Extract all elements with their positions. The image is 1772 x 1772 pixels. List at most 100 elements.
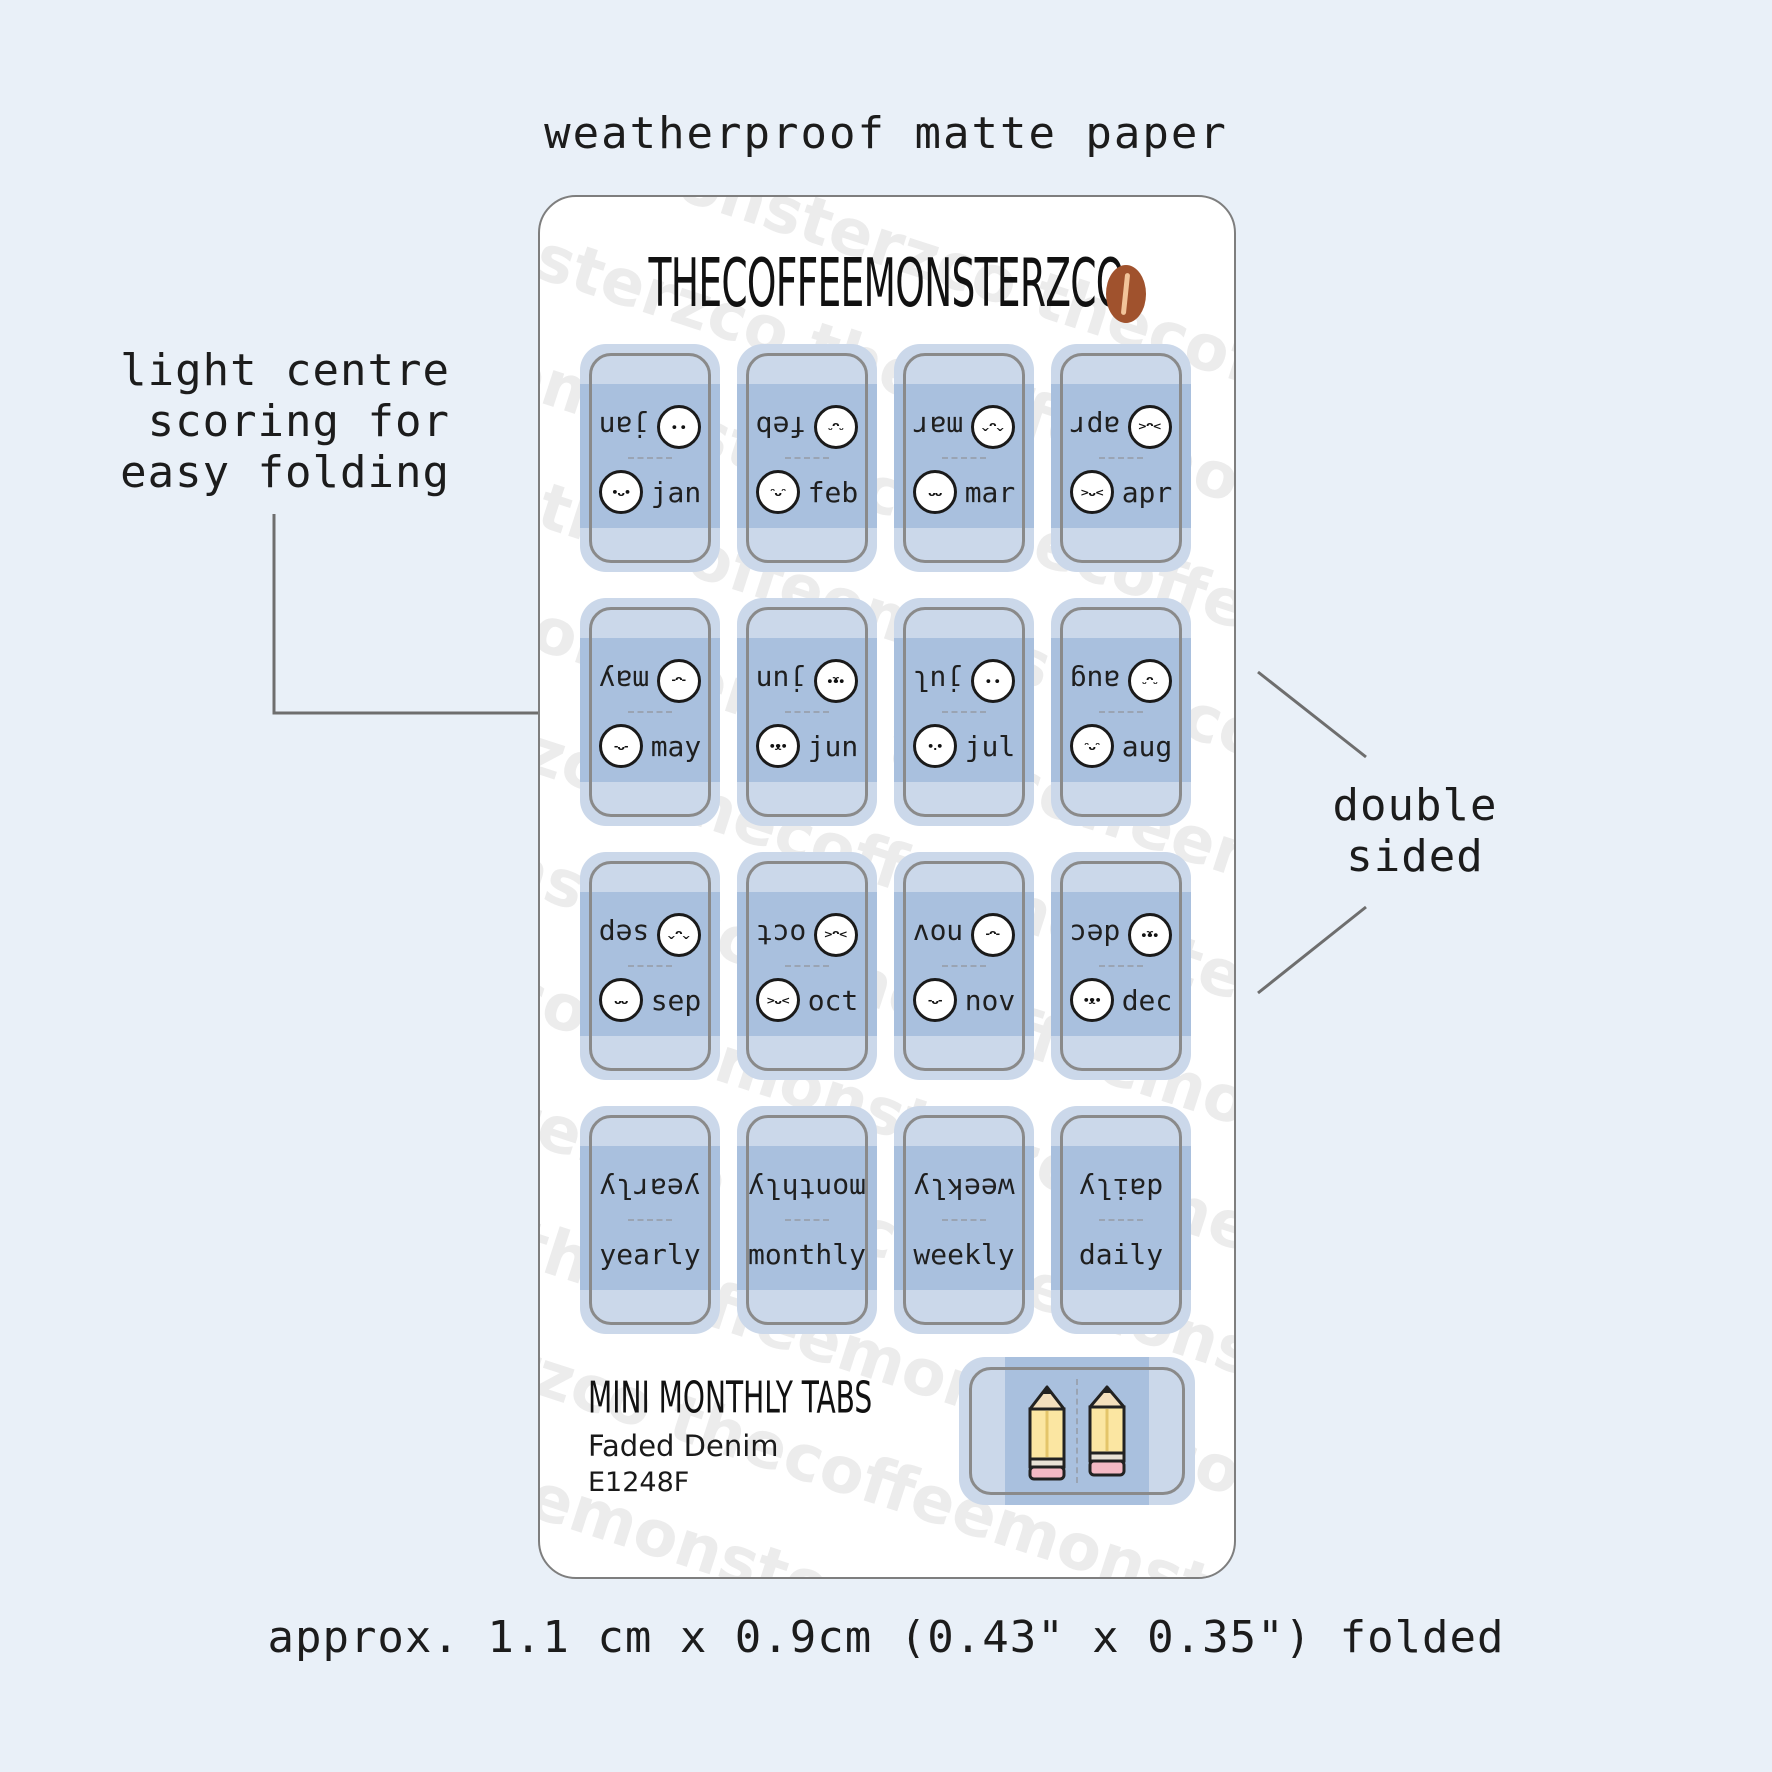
tab-label: aug (1069, 664, 1121, 698)
tab-cut-line (903, 353, 1025, 563)
face-icon: >ᴗ< (814, 913, 859, 957)
tab-label: daily (1078, 1172, 1164, 1206)
face-icon: ^ᴗ^ (657, 913, 702, 957)
tab-label: monthly (748, 1172, 867, 1206)
face-icon: >ᴗ< (1069, 470, 1114, 514)
tab-label: sep (650, 983, 702, 1017)
tab-cut-line (589, 353, 711, 563)
tab-label: may (598, 664, 650, 698)
tab-score-line (785, 457, 829, 459)
tab-lower-half: -ᴗ-nov (894, 977, 1034, 1023)
tab-lower-half: >ᴗ<oct (737, 977, 877, 1023)
scoring-note: light centre scoring for easy folding (100, 345, 450, 498)
tab-label: apr (1121, 475, 1173, 509)
face-icon: ᵔᴗᵔ (1069, 724, 1114, 768)
tab-cut-line (589, 861, 711, 1071)
tab-cut-line (1060, 353, 1182, 563)
tab-band (580, 1146, 720, 1290)
month-tab-yearly: yearly yearly (580, 1106, 720, 1334)
tab-label: aug (1121, 729, 1173, 763)
tab-upper-half: •ᴥ•jun (737, 658, 877, 704)
tab-score-line (628, 1219, 672, 1221)
product-code: E1248F (588, 1467, 690, 1498)
scoring-note-line: easy folding (120, 447, 450, 498)
scoring-note-line: light centre (120, 345, 450, 396)
month-tab-may: -ᴗ-may-ᴗ-may (580, 598, 720, 826)
tab-label: dec (1121, 983, 1173, 1017)
tab-cut-line (903, 1115, 1025, 1325)
month-tab-dec: •ᴥ•dec•ᴥ•dec (1051, 852, 1191, 1080)
tab-lower-half: -ᴗ-may (580, 723, 720, 769)
tab-cut-line (903, 861, 1025, 1071)
tab-label: yearly (599, 1172, 701, 1206)
tab-band (737, 1146, 877, 1290)
tab-label: weekly (913, 1172, 1015, 1206)
tab-lower-half: yearly (580, 1231, 720, 1277)
tab-cut-line (746, 607, 868, 817)
tab-label: nov (912, 918, 964, 952)
tab-score-line (785, 1219, 829, 1221)
tab-label: dec (1069, 918, 1121, 952)
tab-label: daily (1078, 1237, 1164, 1271)
tab-upper-half: ^ᴗ^sep (580, 912, 720, 958)
pencil-tab (959, 1357, 1195, 1505)
tab-lower-half: daily (1051, 1231, 1191, 1277)
tab-score-line (785, 711, 829, 713)
tab-label: oct (755, 918, 807, 952)
pencil-tab-score-line (1076, 1379, 1078, 1483)
month-tab-jan: • •jan•ᴗ•jan (580, 344, 720, 572)
tab-label: mar (912, 410, 964, 444)
face-icon: •ᴥ• (1069, 978, 1114, 1022)
tab-label: jun (755, 664, 807, 698)
double-sided-note-line: double (1332, 780, 1498, 831)
double-sided-pointer-line-upper (1257, 670, 1367, 759)
tab-upper-half: •ᴥ•dec (1051, 912, 1191, 958)
face-icon: ᴗᴗ (598, 978, 643, 1022)
double-sided-note-line: sided (1346, 831, 1484, 882)
face-icon: •ᴗ• (598, 470, 643, 514)
tab-cut-line (589, 607, 711, 817)
double-sided-note: double sided (1300, 780, 1530, 882)
tab-score-line (1099, 965, 1143, 967)
face-icon: >ᴗ< (1128, 405, 1173, 449)
tab-label: jan (598, 410, 650, 444)
tab-lower-half: •ᴗ•jan (580, 469, 720, 515)
face-icon: •.• (912, 724, 957, 768)
tab-label: mar (964, 475, 1016, 509)
tab-score-line (942, 711, 986, 713)
tab-upper-half: daily (1051, 1166, 1191, 1212)
tab-label: jul (964, 729, 1016, 763)
tab-score-line (1099, 711, 1143, 713)
tab-upper-half: >ᴗ<apr (1051, 404, 1191, 450)
face-icon: -ᴗ- (598, 724, 643, 768)
tab-cut-line (746, 861, 868, 1071)
product-title: MINI MONTHLY TABS (588, 1373, 952, 1424)
tab-cut-line (1060, 1115, 1182, 1325)
tab-label: may (650, 729, 702, 763)
scoring-pointer-line (272, 514, 561, 715)
product-color-name: Faded Denim (588, 1429, 779, 1463)
tab-lower-half: •ᴥ•dec (1051, 977, 1191, 1023)
face-icon: ᵔᴗᵔ (755, 470, 800, 514)
face-icon: -ᴗ- (971, 913, 1016, 957)
tab-upper-half: -ᴗ-nov (894, 912, 1034, 958)
size-caption: approx. 1.1 cm x 0.9cm (0.43" x 0.35") f… (267, 1612, 1505, 1663)
tab-lower-half: weekly (894, 1231, 1034, 1277)
face-icon: ^ᴗ^ (971, 405, 1016, 449)
month-tab-daily: daily daily (1051, 1106, 1191, 1334)
tab-cut-line (1060, 607, 1182, 817)
tab-label: yearly (599, 1237, 701, 1271)
month-tab-jul: • •jul•.•jul (894, 598, 1034, 826)
tab-score-line (628, 965, 672, 967)
tab-score-line (942, 1219, 986, 1221)
tab-cut-line (903, 607, 1025, 817)
tab-cut-line (746, 353, 868, 563)
coffee-bean-icon (1106, 265, 1146, 323)
tab-score-line (1099, 457, 1143, 459)
tab-cut-line (746, 1115, 868, 1325)
